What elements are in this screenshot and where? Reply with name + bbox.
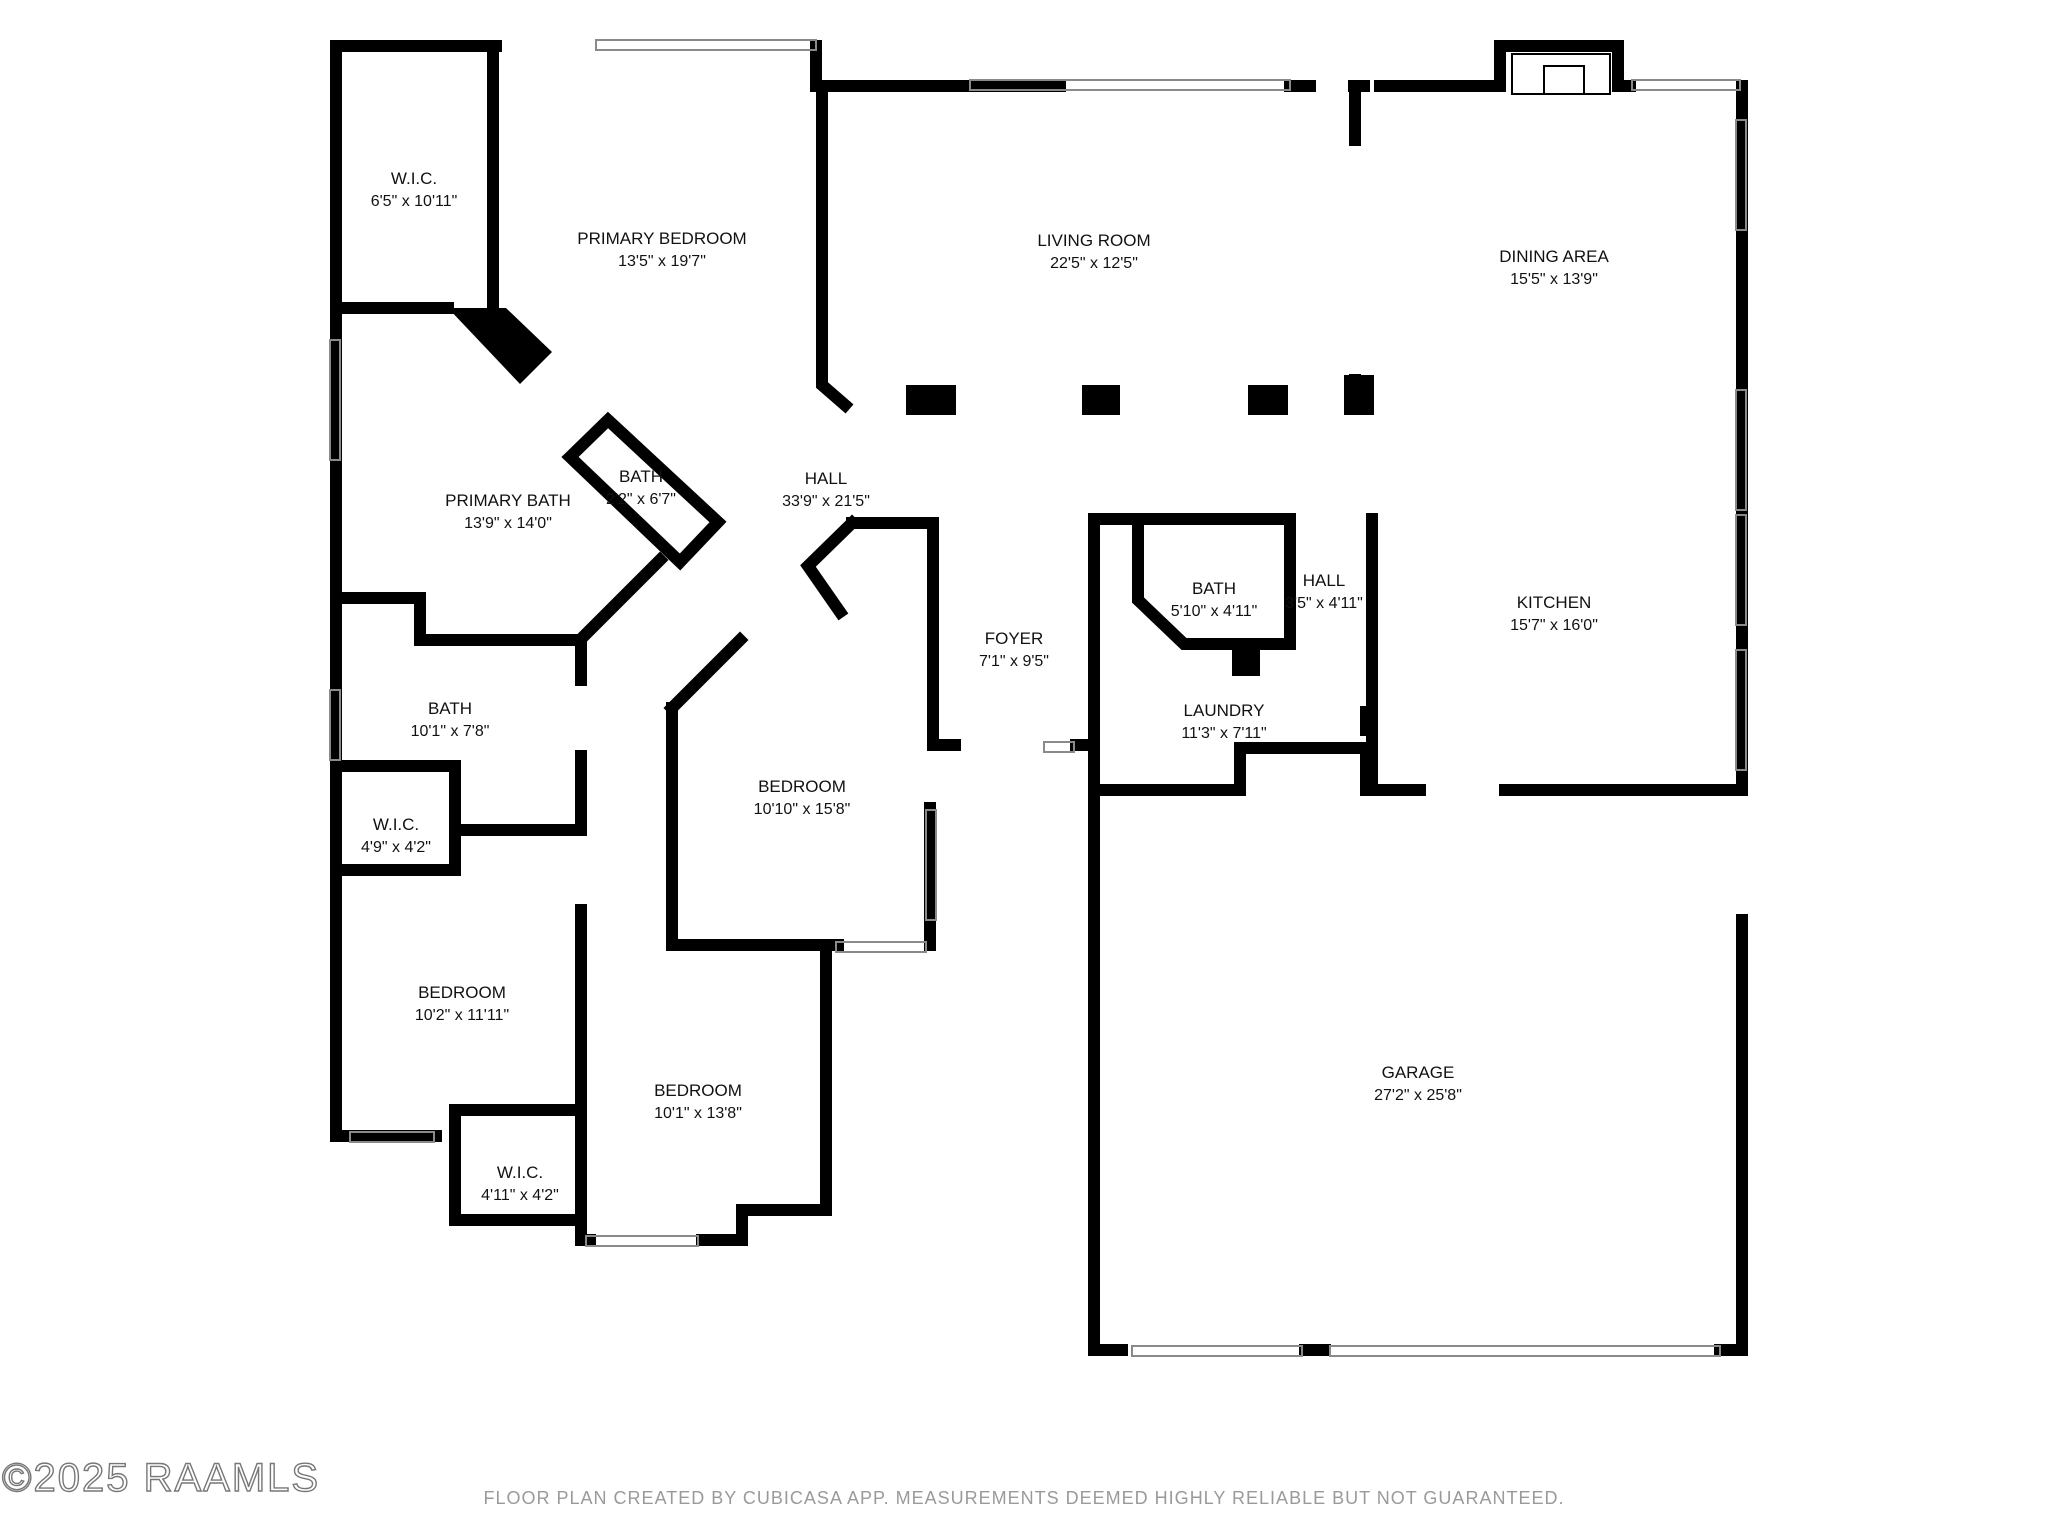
room-name: BEDROOM [654, 1081, 742, 1100]
room-name: DINING AREA [1499, 247, 1609, 266]
room-dim: 11'3" x 7'11" [1181, 725, 1266, 742]
room-dim: 10'2" x 11'11" [415, 1007, 509, 1024]
room-dim: 10'10" x 15'8" [754, 801, 851, 818]
windows [329, 39, 1747, 1357]
fireplace [1511, 53, 1611, 95]
room-labels: W.I.C. 6'5" x 10'11" PRIMARY BEDROOM 13'… [361, 169, 1609, 1204]
room-dim: 10'1" x 13'8" [654, 1105, 742, 1122]
room-dim: 3'5" x 4'11" [1285, 595, 1363, 612]
room-name: BEDROOM [418, 983, 506, 1002]
room-dim: 7'1" x 9'5" [979, 653, 1049, 670]
room-dim: 4'9" x 4'2" [361, 839, 431, 856]
solid-blocks [448, 308, 1374, 1356]
room-dim: 6'5" x 10'11" [371, 193, 458, 210]
room-dim: 22'5" x 12'5" [1050, 255, 1138, 272]
disclaimer-footer: FLOOR PLAN CREATED BY CUBICASA APP. MEAS… [483, 1488, 1565, 1508]
room-dim: 2'2" x 6'7" [606, 491, 676, 508]
room-name: KITCHEN [1517, 593, 1592, 612]
copyright-watermark: ©2025 RAAMLS [1, 1455, 321, 1500]
room-dim: 15'7" x 16'0" [1510, 617, 1598, 634]
room-dim: 10'1" x 7'8" [411, 723, 490, 740]
room-name: PRIMARY BATH [445, 491, 571, 510]
room-name: GARAGE [1382, 1063, 1455, 1082]
room-name: PRIMARY BEDROOM [577, 229, 746, 248]
room-dim: 13'5" x 19'7" [618, 253, 706, 270]
room-name: BEDROOM [758, 777, 846, 796]
room-dim: 15'5" x 13'9" [1510, 271, 1598, 288]
room-name: W.I.C. [497, 1163, 543, 1182]
room-name: BATH [619, 467, 663, 486]
room-name: LAUNDRY [1184, 701, 1265, 720]
room-name: LIVING ROOM [1037, 231, 1150, 250]
room-name: HALL [805, 469, 848, 488]
room-name: BATH [428, 699, 472, 718]
room-name: FOYER [985, 629, 1044, 648]
room-name: BATH [1192, 579, 1236, 598]
room-name: W.I.C. [391, 169, 437, 188]
room-name: HALL [1303, 571, 1346, 590]
room-dim: 5'10" x 4'11" [1171, 603, 1258, 620]
room-dim: 13'9" x 14'0" [464, 515, 552, 532]
room-name: W.I.C. [373, 815, 419, 834]
room-dim: 27'2" x 25'8" [1374, 1087, 1462, 1104]
room-dim: 33'9" x 21'5" [782, 493, 870, 510]
room-dim: 4'11" x 4'2" [481, 1187, 559, 1204]
